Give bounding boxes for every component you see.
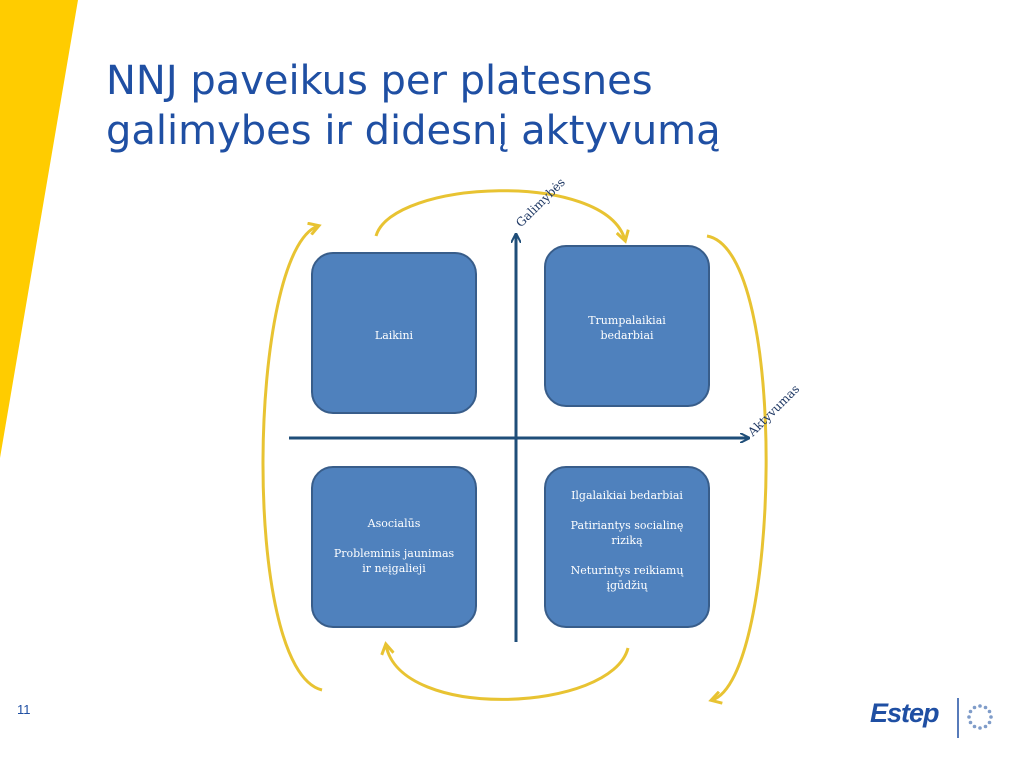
quadrant-top-right: Trumpalaikiai bedarbiai [544,245,710,407]
title-line-2: galimybes ir didesnį aktyvumą [106,108,721,154]
spacer [325,531,463,546]
spacer [558,548,696,563]
quadrant-text: Neturintys reikiamų [570,564,684,577]
quadrant-text: Patiriantys socialinę [570,519,684,532]
quadrant-text: Trumpalaikiai [588,314,666,327]
quadrant-text: ir neįgalieji [362,562,426,575]
quadrant-text: Asocialūs [367,517,421,530]
spacer [558,503,696,518]
page-number: 11 [17,702,31,717]
eu-stars-icon [957,698,993,738]
quadrant-text: Probleminis jaunimas [333,547,455,560]
quadrant-bottom-left: Asocialūs Probleminis jaunimas ir neįgal… [311,466,477,628]
estep-logo: Estep [870,694,1000,740]
logo-text: Estep [870,698,940,728]
cycle-arrow-left [261,226,323,692]
quadrant-text: bedarbiai [600,329,654,342]
quadrant-text: Laikini [374,329,414,342]
quadrant-text: įgūdžių [606,579,648,592]
decorative-yellow-stripe [0,0,78,458]
quadrant-text: riziką [611,534,643,547]
quadrant-text: Ilgalaikiai bedarbiai [571,489,683,502]
cycle-arrow-right [706,234,768,700]
cycle-arrow-bottom [386,645,630,701]
slide-title: NNJ paveikus per platesnes galimybes ir … [106,56,906,156]
cycle-arrow-top [374,189,625,240]
quadrant-bottom-right: Ilgalaikiai bedarbiai Patiriantys social… [544,466,710,628]
title-line-1: NNJ paveikus per platesnes [106,58,653,104]
quadrant-top-left: Laikini [311,252,477,414]
